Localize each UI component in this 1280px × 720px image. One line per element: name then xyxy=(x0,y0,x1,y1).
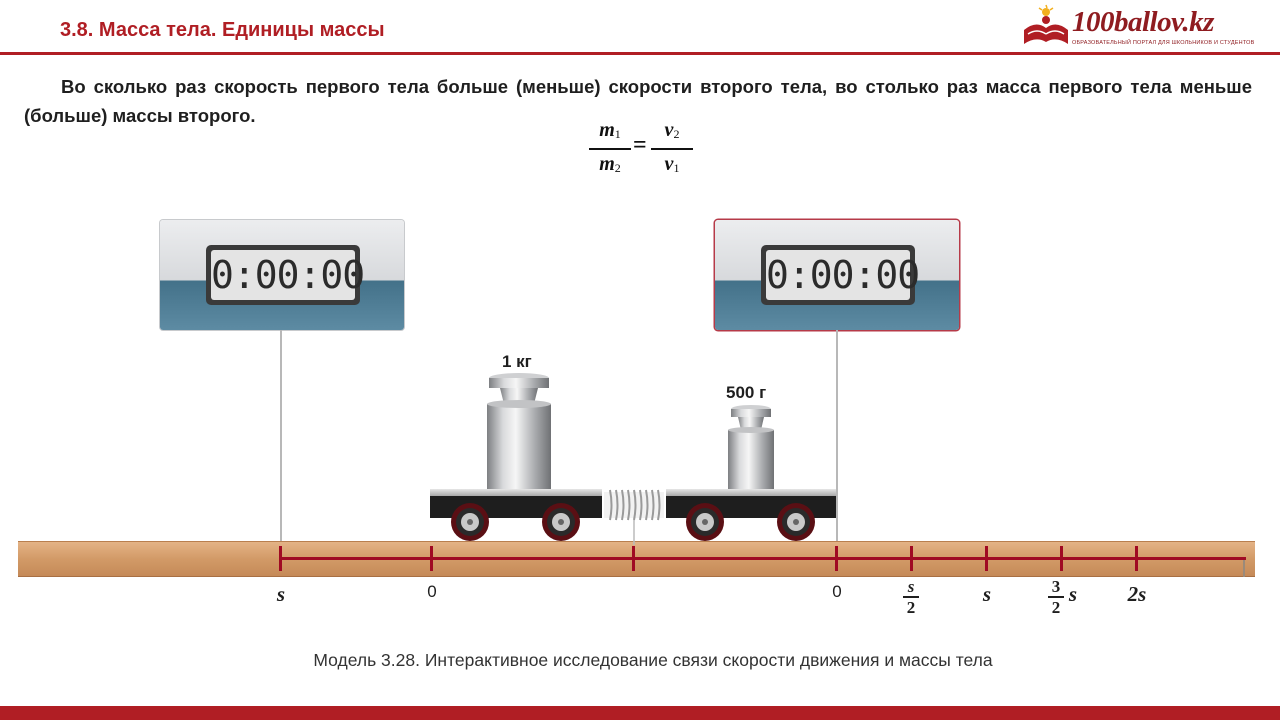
logo-text: 100ballov.kz xyxy=(1072,6,1214,38)
formula-equals: = xyxy=(633,132,647,158)
formula-v1-sub: 1 xyxy=(673,161,680,175)
formula-m1-sub: 1 xyxy=(614,127,621,141)
stopwatch-left-time: 0:00:00 xyxy=(211,253,365,297)
ruler-tick-zero-right xyxy=(835,546,838,571)
formula-v1: v xyxy=(664,153,674,175)
formula-m1: m xyxy=(599,119,615,141)
three-half-numerator: 3 xyxy=(1051,577,1061,596)
ruler-tick-half-s xyxy=(910,546,913,571)
ruler-tick-center xyxy=(632,546,635,571)
logo-book-icon xyxy=(1024,4,1068,44)
footer-bar xyxy=(0,706,1280,720)
ruler-tick-s-left xyxy=(279,546,282,571)
ruler-label-zero-right: 0 xyxy=(832,582,842,601)
three-half-denominator: 2 xyxy=(1051,598,1061,617)
right-cart-wheel-back xyxy=(777,503,815,541)
formula-v2-sub: 2 xyxy=(673,127,680,141)
ruler-end-mark xyxy=(1243,560,1245,577)
formula-m2: m xyxy=(599,153,615,175)
left-cart-wheel-back xyxy=(542,503,580,541)
compressed-spring[interactable] xyxy=(604,489,664,545)
stopwatch-right-display: 0:00:00 xyxy=(761,245,920,305)
weight-500g[interactable] xyxy=(728,405,774,489)
right-sensor-line xyxy=(836,330,838,542)
right-cart[interactable] xyxy=(666,489,836,541)
mass-velocity-formula: m1 m2 = v2 v1 xyxy=(589,118,695,180)
logo-tagline: ОБРАЗОВАТЕЛЬНЫЙ ПОРТАЛ ДЛЯ ШКОЛЬНИКОВ И … xyxy=(1072,40,1255,46)
weight-1kg[interactable] xyxy=(487,373,551,489)
ruler-label-zero-left: 0 xyxy=(427,582,437,601)
left-cart-wheel-front xyxy=(451,503,489,541)
page-title: 3.8. Масса тела. Единицы массы xyxy=(60,19,385,41)
mass-ratio: m1 m2 xyxy=(589,118,631,180)
half-s-denominator: 2 xyxy=(906,598,916,617)
stopwatch-left[interactable]: 0:00:00 xyxy=(160,220,404,330)
mass-label-500g: 500 г xyxy=(726,383,767,402)
ruler-label-s-left: s xyxy=(276,582,286,606)
ruler-tick-three-half-s xyxy=(1060,546,1063,571)
stopwatch-right-time: 0:00:00 xyxy=(766,253,920,297)
ruler-label-two-s: 2s xyxy=(1127,582,1147,606)
site-logo[interactable]: 100ballov.kz ОБРАЗОВАТЕЛЬНЫЙ ПОРТАЛ ДЛЯ … xyxy=(1020,4,1260,50)
ruler-label-s: s xyxy=(982,582,992,606)
distance-ruler xyxy=(280,557,1246,560)
left-sensor-line xyxy=(280,330,282,542)
formula-v2: v xyxy=(664,119,674,141)
ruler-tick-zero-left xyxy=(430,546,433,571)
left-cart[interactable] xyxy=(430,489,602,541)
model-caption: Модель 3.28. Интерактивное исследование … xyxy=(313,650,993,670)
stopwatch-left-display: 0:00:00 xyxy=(206,245,365,305)
velocity-ratio: v2 v1 xyxy=(651,118,693,180)
formula-m2-sub: 2 xyxy=(614,161,621,175)
half-s-numerator: s xyxy=(907,577,915,596)
header-divider xyxy=(0,52,1280,55)
intro-paragraph: Во сколько раз скорость первого тела бол… xyxy=(24,76,1252,126)
ruler-label-three-half-s-var: s xyxy=(1068,582,1078,606)
stopwatch-right[interactable]: 0:00:00 xyxy=(715,220,959,330)
right-cart-wheel-front xyxy=(686,503,724,541)
mass-label-1kg: 1 кг xyxy=(502,352,532,371)
ruler-label-half-s: s 2 xyxy=(903,578,919,617)
ruler-tick-s xyxy=(985,546,988,571)
ruler-tick-two-s xyxy=(1135,546,1138,571)
ruler-label-three-half-s: 3 2 xyxy=(1048,578,1064,617)
